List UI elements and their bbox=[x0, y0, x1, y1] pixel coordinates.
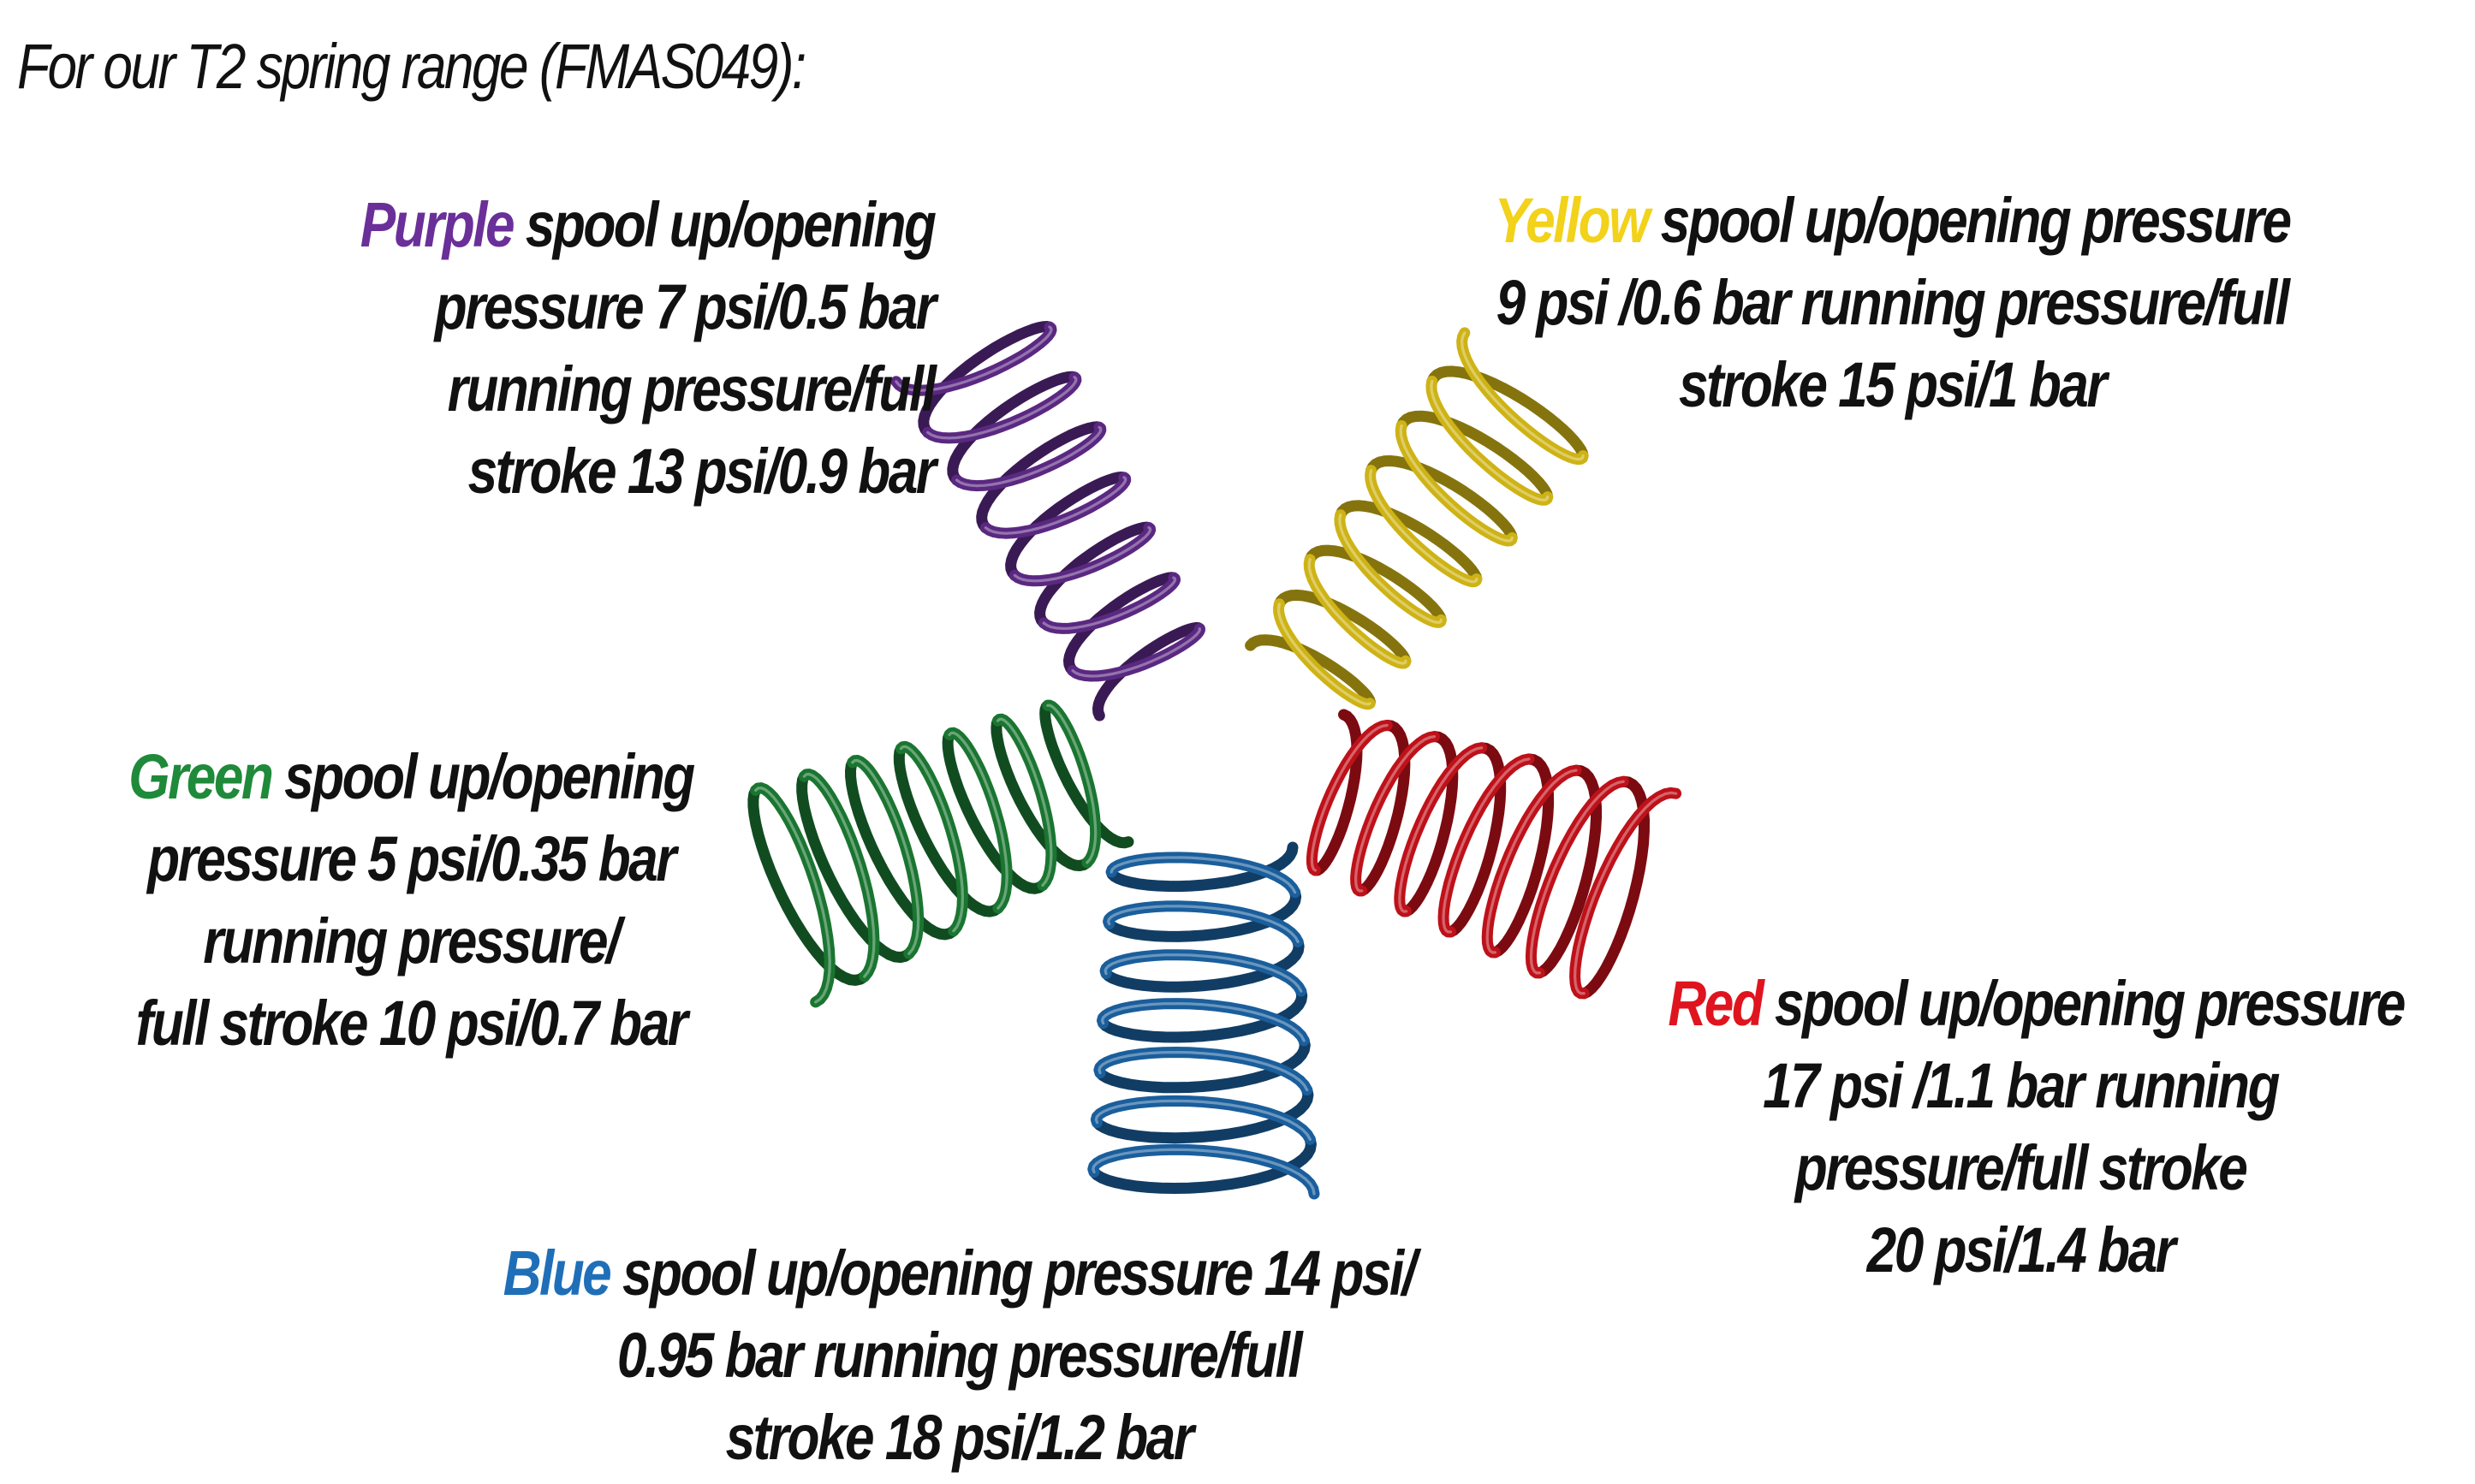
green-line-3: running pressure/ bbox=[203, 905, 621, 976]
green-line-2: pressure 5 psi/0.35 bar bbox=[147, 823, 676, 894]
purple-line-4: stroke 13 psi/0.9 bar bbox=[467, 436, 936, 507]
blue-spring-label: Blue spool up/opening pressure 14 psi/ 0… bbox=[491, 1232, 1426, 1479]
purple-line-3: running pressure/full bbox=[447, 353, 936, 424]
blue-color-word: Blue bbox=[503, 1238, 612, 1309]
purple-spring bbox=[890, 321, 1205, 721]
purple-line-2: pressure 7 psi/0.5 bar bbox=[434, 271, 936, 342]
red-line-1: spool up/opening pressure bbox=[1762, 968, 2406, 1039]
red-line-4: 20 psi/1.4 bar bbox=[1866, 1214, 2176, 1285]
purple-spring-label: Purple spool up/opening pressure 7 psi/0… bbox=[360, 184, 936, 513]
yellow-line-1: spool up/opening pressure bbox=[1647, 185, 2292, 256]
yellow-color-word: Yellow bbox=[1494, 185, 1650, 256]
green-color-word: Green bbox=[128, 741, 274, 812]
blue-line-1: spool up/opening pressure 14 psi/ bbox=[610, 1238, 1417, 1309]
purple-line-1: spool up/opening bbox=[512, 189, 936, 260]
yellow-line-2: 9 psi /0.6 bar running pressure/full bbox=[1496, 267, 2290, 338]
green-line-4: full stroke 10 psi/0.7 bar bbox=[135, 988, 688, 1059]
yellow-spring bbox=[1245, 327, 1589, 710]
blue-line-3: stroke 18 psi/1.2 bar bbox=[725, 1402, 1194, 1473]
green-line-1: spool up/opening bbox=[271, 741, 695, 812]
red-color-word: Red bbox=[1668, 968, 1764, 1039]
red-spring bbox=[1306, 709, 1682, 1000]
yellow-line-3: stroke 15 psi/1 bar bbox=[1678, 349, 2108, 420]
yellow-spring-label: Yellow spool up/opening pressure 9 psi /… bbox=[1482, 180, 2302, 426]
page-title: For our T2 spring range (FMAS049): bbox=[17, 31, 806, 102]
green-spring-label: Green spool up/opening pressure 5 psi/0.… bbox=[109, 736, 713, 1065]
blue-spring bbox=[1087, 841, 1320, 1200]
green-spring bbox=[747, 699, 1134, 1008]
purple-color-word: Purple bbox=[360, 189, 515, 260]
red-line-2: 17 psi /1.1 bar running bbox=[1763, 1050, 2280, 1121]
blue-line-2: 0.95 bar running pressure/full bbox=[616, 1320, 1303, 1391]
red-spring-label: Red spool up/opening pressure 17 psi /1.… bbox=[1668, 963, 2406, 1291]
red-line-3: pressure/full stroke bbox=[1794, 1132, 2248, 1203]
